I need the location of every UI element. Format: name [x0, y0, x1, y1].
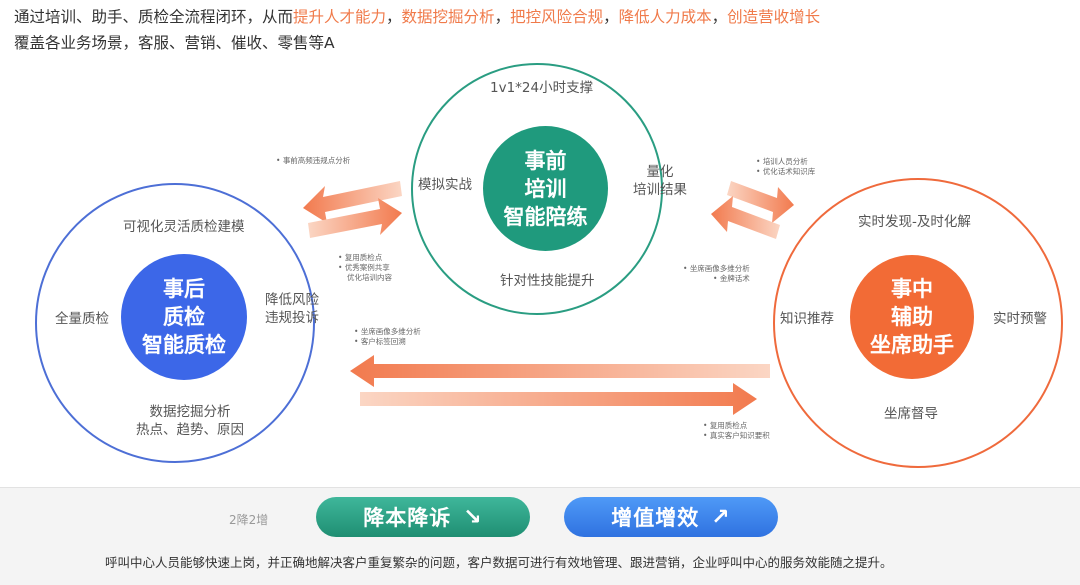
label-line: 数据挖掘分析	[149, 404, 231, 420]
header-prefix: 通过培训、助手、质检全流程闭环，从而	[14, 8, 294, 26]
arrow-right-to-left	[350, 355, 770, 387]
header-line-1: 通过培训、助手、质检全流程闭环，从而提升人才能力，数据挖掘分析，把控风险合规，降…	[14, 4, 1074, 30]
note-upper-right: 培训人员分析 优化话术知识库	[756, 157, 816, 177]
two-down-two-up-label: 2降2增	[229, 513, 269, 527]
arrow-top-to-right	[727, 181, 794, 223]
arrow-left-to-right	[360, 383, 757, 415]
pill-label: 降本降诉	[363, 506, 452, 530]
note-item: 复用质检点	[338, 253, 392, 263]
training-core: 事前 培训 智能陪练	[483, 126, 608, 251]
arrow-down-right-icon: ↘	[463, 504, 483, 530]
note-upper-left: 事前高频违规点分析	[276, 156, 351, 166]
right-label-bottom: 坐席督导	[884, 406, 938, 422]
note-item: 客户标签回溯	[354, 337, 421, 347]
right-label-right: 实时预警	[993, 311, 1047, 327]
left-label-bottom: 数据挖掘分析 热点、趋势、原因	[128, 403, 252, 439]
note-item: 事前高频违规点分析	[276, 156, 351, 166]
note-center-upper: 坐席画像多维分析 客户标签回溯	[354, 327, 421, 347]
core-line: 培训	[524, 176, 567, 201]
reduce-cost-pill: 降本降诉 ↘	[316, 497, 530, 537]
label-line: 违规投诉	[265, 310, 319, 326]
arrow-up-right-icon: ↗	[711, 504, 731, 530]
left-label-right: 降低风险 违规投诉	[262, 291, 322, 327]
note-mid-left: 复用质检点 优秀案例共享 优化培训内容	[338, 253, 392, 283]
header-line-2: 覆盖各业务场景，客服、营销、催收、零售等A	[14, 34, 335, 52]
note-item: 真实客户知识要积	[703, 431, 770, 441]
pill-label: 增值增效	[611, 506, 700, 530]
note-item: 优化话术知识库	[756, 167, 816, 177]
note-mid-right: 坐席画像多维分析 金牌话术	[683, 264, 750, 284]
label-line: 降低风险	[265, 292, 319, 308]
note-item: 坐席画像多维分析	[354, 327, 421, 337]
core-line: 事前	[524, 148, 567, 173]
label-line: 量化	[646, 164, 674, 180]
increase-value-pill: 增值增效 ↗	[564, 497, 778, 537]
core-title: 坐席助手	[870, 333, 954, 357]
arrow-right-to-top	[711, 196, 780, 239]
top-label-right: 量化 培训结果	[630, 163, 690, 199]
core-title: 智能陪练	[503, 204, 588, 229]
label-line: 培训结果	[633, 182, 687, 198]
note-item: 培训人员分析	[756, 157, 815, 167]
left-label-left: 全量质检	[55, 311, 109, 327]
separator: ，	[711, 8, 728, 26]
highlight-data-mining: 数据挖掘分析	[401, 8, 495, 26]
note-center-lower: 复用质检点 真实客户知识要积	[703, 421, 770, 441]
header-text: 通过培训、助手、质检全流程闭环，从而提升人才能力，数据挖掘分析，把控风险合规，降…	[14, 4, 1074, 56]
note-item: 优化培训内容	[347, 273, 392, 282]
highlight-revenue: 创造营收增长	[727, 8, 821, 26]
core-line: 事中	[891, 277, 933, 301]
bottom-band	[0, 487, 1080, 585]
right-label-left: 知识推荐	[780, 311, 834, 327]
separator: ，	[386, 8, 402, 26]
right-label-top: 实时发现-及时化解	[858, 214, 971, 230]
arrow-left-to-top	[308, 198, 402, 238]
quality-core: 事后 质检 智能质检	[121, 254, 247, 380]
highlight-risk: 把控风险合规	[510, 8, 604, 26]
top-label-bottom: 针对性技能提升	[500, 273, 595, 289]
highlight-cost: 降低人力成本	[618, 8, 712, 26]
note-item: 优秀案例共享	[338, 263, 392, 273]
note-item: 复用质检点	[703, 421, 770, 431]
arrow-top-to-left	[303, 181, 402, 223]
separator: ，	[603, 8, 619, 26]
note-item: 金牌话术	[683, 274, 750, 284]
core-line: 质检	[163, 305, 205, 329]
note-item: 坐席画像多维分析	[683, 264, 750, 274]
summary-text: 呼叫中心人员能够快速上岗，并正确地解决客户重复繁杂的问题，客户数据可进行有效地管…	[105, 555, 893, 570]
core-line: 辅助	[891, 305, 933, 329]
core-line: 事后	[163, 277, 205, 301]
highlight-talent: 提升人才能力	[293, 8, 387, 26]
left-label-top: 可视化灵活质检建模	[123, 219, 245, 235]
separator: ，	[494, 8, 511, 26]
top-label-top: 1v1*24小时支撑	[490, 80, 594, 96]
core-title: 智能质检	[142, 333, 226, 357]
label-line: 热点、趋势、原因	[136, 422, 244, 438]
top-label-left: 模拟实战	[418, 177, 472, 193]
assistant-core: 事中 辅助 坐席助手	[850, 255, 974, 379]
